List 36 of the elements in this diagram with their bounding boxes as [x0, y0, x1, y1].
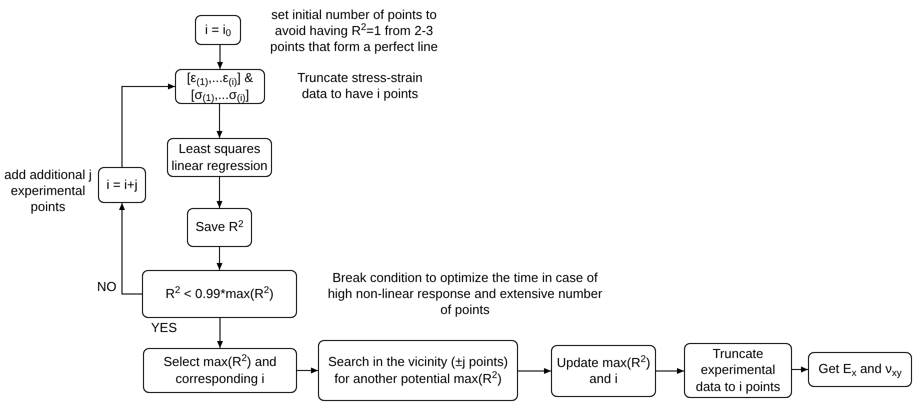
- annotation-text: Break condition to optimize the time in case of high non-linear response and extensive number of points: [326, 268, 604, 320]
- annotation-text: add additional j experimental points: [3, 166, 93, 216]
- arrow: [217, 44, 223, 70]
- box-text: Select max(R$^{2}$) and corresponding i: [162, 354, 278, 387]
- box-text: Get E$_{x}$ and ν$_{xy}$: [818, 361, 902, 378]
- box-text: i = i$_{0}$: [204, 22, 232, 38]
- arrow: [217, 318, 223, 348]
- arrow: [518, 368, 552, 374]
- arrow: [296, 368, 318, 374]
- process-box: [551, 345, 656, 397]
- process-box: [175, 69, 265, 104]
- box-text: Truncate experimental data to i points: [694, 346, 782, 395]
- process-box: [808, 352, 912, 387]
- arrow: [119, 202, 142, 294]
- box-text: Least squares linear regression: [171, 141, 268, 174]
- process-box: [318, 340, 518, 401]
- process-box: [142, 270, 297, 318]
- process-box: [143, 348, 297, 393]
- process-box: [187, 208, 252, 247]
- box-text: Update max(R$^{2}$) and i: [556, 354, 652, 388]
- annotation-text: Truncate stress-strain data to have i points: [296, 68, 424, 103]
- arrow: [792, 366, 808, 372]
- box-text: R$^{2}$ < 0.99*max(R$^{2}$): [165, 286, 274, 302]
- box-text: Save R$^{2}$: [195, 219, 244, 236]
- arrow: [216, 176, 222, 208]
- arrow: [216, 104, 222, 138]
- annotation-text: set initial number of points to avoid having R$^{2}$=1 from 2-3 points that form a perfect line: [269, 6, 439, 56]
- process-box: [195, 15, 241, 45]
- arrow: [216, 246, 222, 270]
- box-text: [ε$_{(1)}$,...ε$_{(i)}$] & [σ$_{(1)}$,...σ$_{(i)}$]: [186, 70, 254, 103]
- arrow: [656, 368, 684, 374]
- arrow: [122, 84, 176, 168]
- box-text: Search in the vicinity (±j points) for another potential max(R$^{2}$): [327, 354, 509, 387]
- box-text: i = i+j: [106, 176, 138, 194]
- process-box: [98, 167, 146, 203]
- process-box: [684, 343, 792, 398]
